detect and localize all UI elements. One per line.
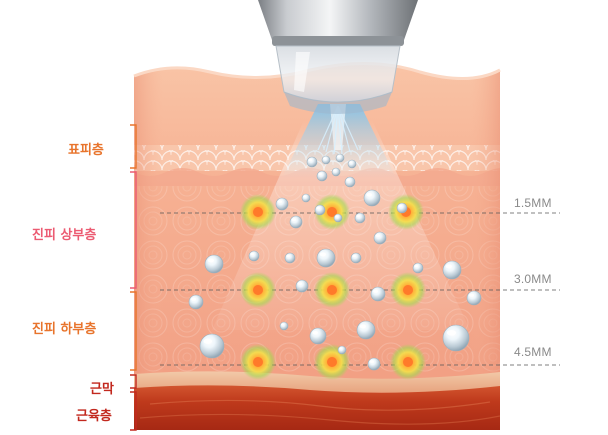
bubbles [188,153,482,371]
bubble-icon [306,156,318,168]
bubble-icon [356,320,376,340]
focal-point-icon [240,272,276,308]
label-dermis-lower: 진피 하부층 [32,322,97,337]
bracket-epidermis [130,124,137,169]
bracket-fascia [130,374,137,389]
bubble-icon [337,345,347,355]
bubble-icon [316,170,328,182]
bubble-icon [354,212,366,224]
bubble-icon [188,294,204,310]
bubble-icon [248,250,260,262]
bubble-icon [363,189,381,207]
bubble-icon [370,286,386,302]
depth-label-4.5mm: 4.5MM [514,345,552,359]
focal-point-icon [388,194,424,230]
bubble-icon [295,279,309,293]
bubble-icon [316,248,336,268]
bubble-icon [335,153,345,163]
bubble-icon [314,204,326,216]
bubble-icon [442,324,470,352]
bubble-icon [199,333,225,359]
bubble-icon [412,262,424,274]
bubble-icon [442,260,462,280]
bubble-icon [275,197,289,211]
label-epidermis: 표피층 [68,143,104,158]
bracket-dermis-upper [130,171,137,289]
layer-brackets [130,124,137,431]
bubble-icon [321,155,331,165]
bubble-icon [331,167,341,177]
bubble-icon [466,290,482,306]
focal-point-icon [390,344,426,380]
bubble-icon [344,176,356,188]
bubble-icon [367,357,381,371]
bracket-muscle [130,391,137,431]
focal-point-icon [314,272,350,308]
bubble-icon [347,159,357,169]
bracket-dermis-lower [130,291,137,371]
label-muscle: 근육층 [76,409,112,424]
bubble-icon [204,254,224,274]
bubble-icon [396,202,408,214]
focal-point-icon [240,344,276,380]
handpiece-icon [258,0,418,114]
label-fascia: 근막 [90,382,114,397]
focal-points [240,194,426,380]
bubble-icon [284,252,296,264]
focal-point-icon [390,272,426,308]
focal-point-icon [240,194,276,230]
bubble-icon [279,321,289,331]
bubble-icon [350,252,362,264]
bubble-icon [333,213,343,223]
bubble-icon [301,193,311,203]
bubble-icon [289,215,303,229]
depth-label-1.5mm: 1.5MM [514,196,552,210]
bubble-icon [309,327,327,345]
depth-label-3.0mm: 3.0MM [514,272,552,286]
bubble-icon [373,231,387,245]
label-dermis-upper: 진피 상부층 [32,228,97,243]
